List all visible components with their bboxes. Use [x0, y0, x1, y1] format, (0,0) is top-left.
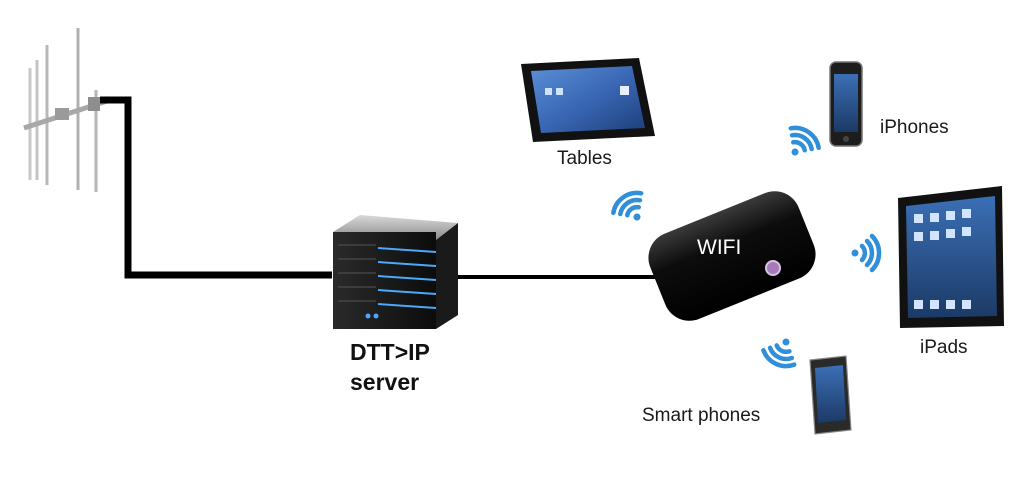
ipad-icon [898, 186, 1004, 328]
smartphone-icon [809, 355, 852, 435]
wifi-label: WIFI [697, 236, 742, 259]
cable-antenna-server [100, 96, 332, 279]
ipads-label: iPads [920, 337, 968, 358]
router-icon [648, 191, 816, 321]
server-label-line2: server [350, 369, 420, 395]
wifi-signal-icon [760, 332, 802, 371]
tablets-label: Tables [557, 148, 612, 169]
smartphones-label: Smart phones [642, 405, 761, 426]
iphones-label: iPhones [880, 117, 949, 138]
tablet-icon [521, 58, 655, 142]
server-icon [333, 215, 458, 329]
antenna-icon [23, 28, 111, 192]
server-label: DTT>IP server [350, 337, 430, 397]
wifi-signal-icon [779, 123, 823, 165]
iphone-icon [829, 61, 863, 147]
server-label-line1: DTT>IP [350, 339, 430, 365]
wifi-signal-icon [852, 236, 880, 270]
wifi-signal-icon [609, 188, 653, 230]
